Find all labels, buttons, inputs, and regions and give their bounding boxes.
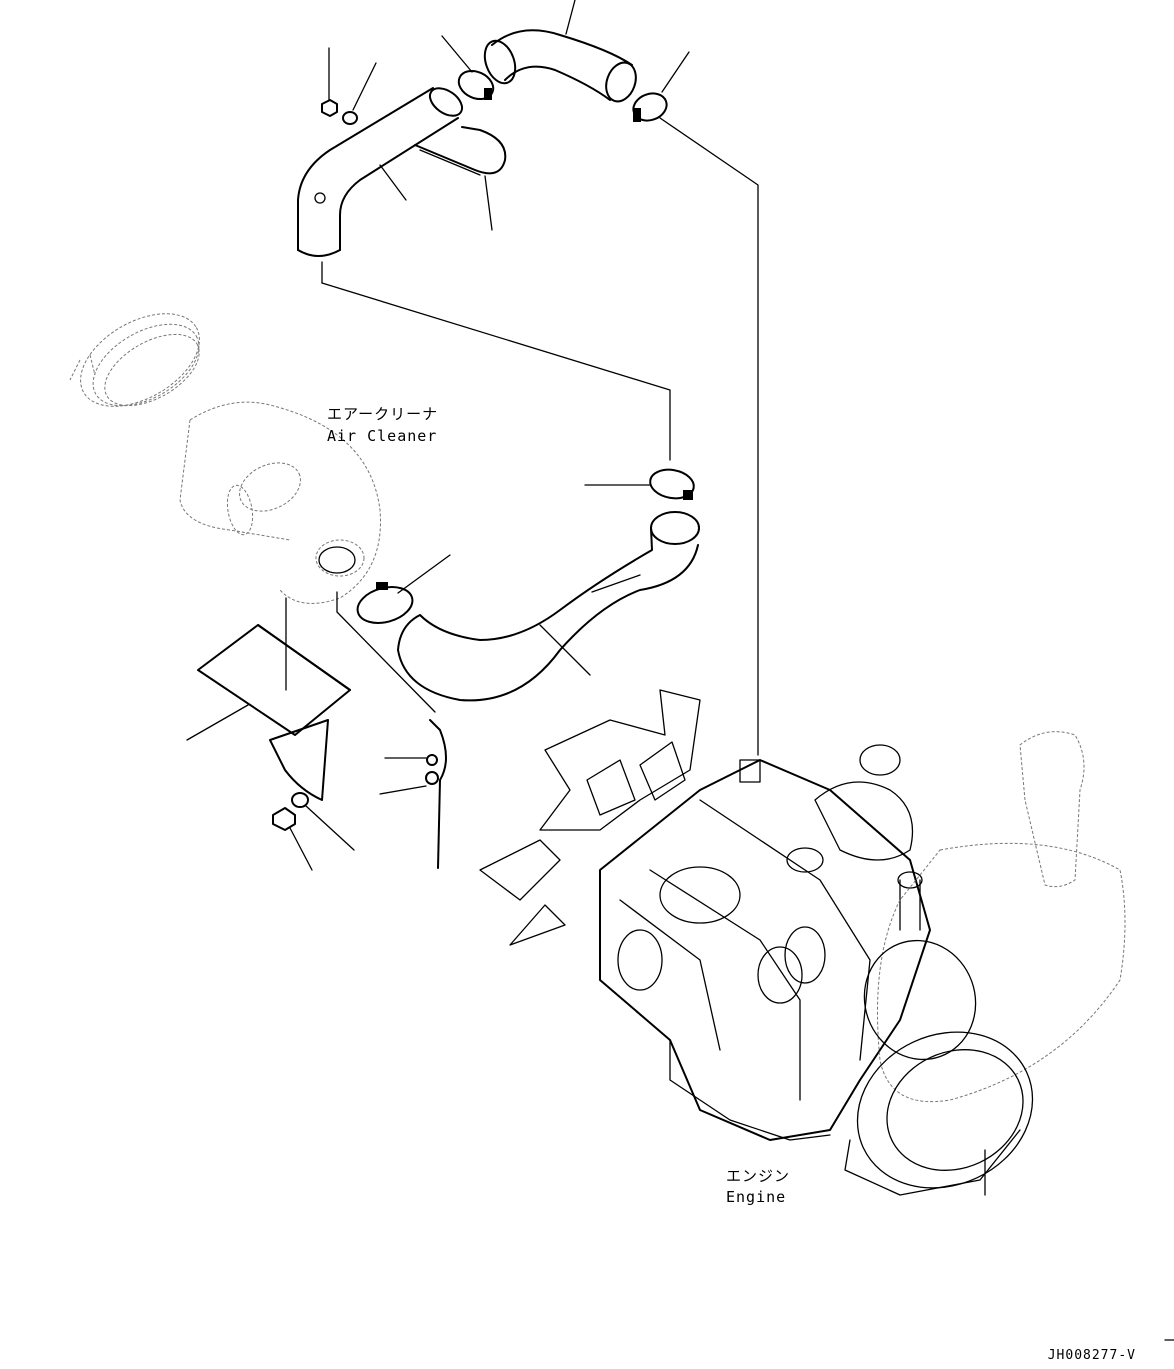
engine-label-en: Engine: [726, 1188, 787, 1206]
upper-hose-clamp-right: [632, 51, 690, 122]
middle-hose-clamp-top: [584, 468, 695, 500]
upper-hose-clamp-left: [441, 35, 495, 101]
drawing-code: JH008277-V: [1047, 1348, 1136, 1363]
u-bracket: [414, 126, 507, 231]
lock-washer: [291, 792, 355, 851]
air-cleaner-label-jp: エアークリーナ: [327, 405, 439, 423]
leader-right-clamp-to-engine: [659, 117, 759, 756]
intake-s-hose: [397, 511, 700, 702]
nut: [321, 47, 338, 117]
upper-bent-pipe: [297, 87, 464, 284]
upper-elbow-hose: [483, 0, 637, 103]
air-cleaner: [69, 313, 436, 713]
air-cleaner-label-en: Air Cleaner: [327, 427, 438, 445]
air-cleaner-cover: [186, 624, 351, 801]
dust-indicator-bracket: [379, 719, 447, 869]
leader-upper-to-middle: [321, 282, 671, 461]
engine: [479, 689, 1126, 1196]
bolt: [272, 807, 313, 871]
middle-hose-clamp-lower: [356, 554, 451, 624]
washer: [342, 62, 377, 125]
engine-label-jp: エンジン: [726, 1167, 791, 1185]
